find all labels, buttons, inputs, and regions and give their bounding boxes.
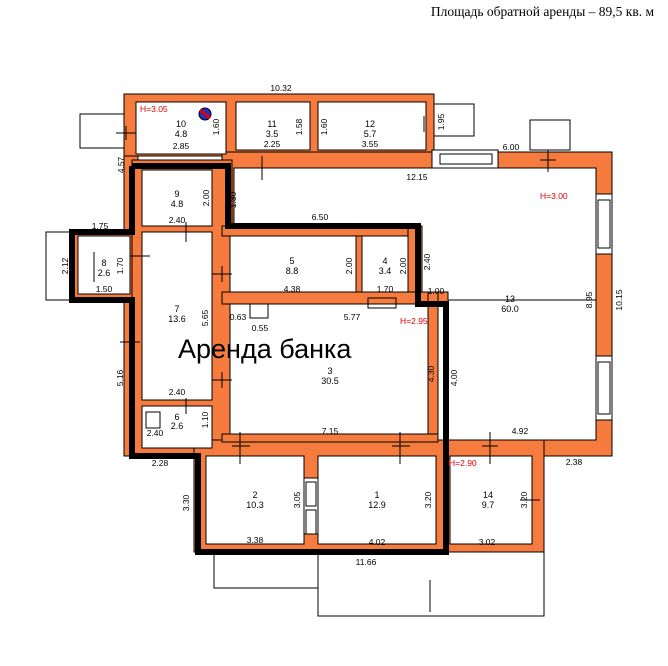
room-area: 8.8 xyxy=(286,266,299,276)
dimension: 2.40 xyxy=(422,253,432,270)
ceiling-height: H=3.00 xyxy=(540,191,568,201)
room-number: 10 xyxy=(176,119,186,129)
dimension: 2.00 xyxy=(398,257,408,274)
dimension: 4.38 xyxy=(284,284,301,294)
dimension: 3.55 xyxy=(362,139,379,149)
dimension: 2.28 xyxy=(152,458,169,468)
dimension: 7.15 xyxy=(322,426,339,436)
room-area: 10.3 xyxy=(246,500,264,510)
dimension: 10.15 xyxy=(614,289,624,311)
dimension: 2.12 xyxy=(60,257,70,274)
boiler-icon xyxy=(198,107,212,121)
dimension: 1.30 xyxy=(228,191,238,208)
room-number: 13 xyxy=(505,294,515,304)
room-area: 12.9 xyxy=(368,500,386,510)
dimension: 2.85 xyxy=(173,141,190,151)
dimension: 3.02 xyxy=(479,537,496,547)
room-8 xyxy=(77,235,131,295)
dimension: 5.77 xyxy=(344,312,361,322)
room-number: 4 xyxy=(382,256,387,266)
room-area: 60.0 xyxy=(501,304,519,314)
dimension: 0.63 xyxy=(230,312,247,322)
dimension: 1.60 xyxy=(319,118,329,135)
ceiling-height: H=3.05 xyxy=(140,104,168,114)
dimension: 1.95 xyxy=(436,113,446,130)
dimension: 4.92 xyxy=(512,426,529,436)
dimension: 3.38 xyxy=(247,535,264,545)
dimension: 11.66 xyxy=(356,557,377,567)
dimension: 2.40 xyxy=(169,387,186,397)
dimension: 2.38 xyxy=(566,457,583,467)
dimension: 10.32 xyxy=(270,83,292,93)
dimension: 1.50 xyxy=(96,284,113,294)
room-number: 3 xyxy=(327,366,332,376)
room-10 xyxy=(135,101,227,155)
room-area: 5.7 xyxy=(364,129,377,139)
room-number: 6 xyxy=(174,412,179,422)
room-area: 13.6 xyxy=(168,314,186,324)
room-number: 8 xyxy=(101,258,106,268)
room-area: 3.4 xyxy=(379,266,392,276)
dimension: 2.40 xyxy=(147,428,164,438)
room-11 xyxy=(235,101,311,151)
dimension: 4.00 xyxy=(449,369,459,386)
dimension: 8.95 xyxy=(584,291,594,308)
room-9 xyxy=(141,169,213,227)
dimension: 6.00 xyxy=(503,142,520,152)
room-2 xyxy=(205,455,305,545)
dimension: 2.00 xyxy=(201,189,211,206)
dimension: 3.05 xyxy=(292,491,302,508)
dimension: 1.75 xyxy=(92,221,109,231)
room-area: 2.6 xyxy=(98,268,111,278)
dimension: 1.10 xyxy=(200,411,210,428)
room-13-b xyxy=(435,299,597,441)
dimension: 1.58 xyxy=(294,118,304,135)
dimension: 4.57 xyxy=(116,156,126,173)
dimension: 3.20 xyxy=(423,491,433,508)
dimension: 4.02 xyxy=(369,537,386,547)
room-area: 4.8 xyxy=(171,199,184,209)
dimension: 0.55 xyxy=(252,323,269,333)
area-caption: Площадь обратной аренды – 89,5 кв. м xyxy=(431,4,655,19)
room-number: 7 xyxy=(174,304,179,314)
dimension: 6.50 xyxy=(312,212,329,222)
dimension: 2.00 xyxy=(344,257,354,274)
ceiling-height: H=2.90 xyxy=(449,458,477,468)
leased-area-label: Аренда банка xyxy=(178,334,352,364)
room-7 xyxy=(141,231,213,401)
dimension: 1.60 xyxy=(211,118,221,135)
room-area: 3.5 xyxy=(266,129,279,139)
room-number: 11 xyxy=(267,119,276,129)
dimension: 2.40 xyxy=(169,215,186,225)
dimension: 2.25 xyxy=(264,139,281,149)
dimension: 3.30 xyxy=(181,494,191,511)
dimension: 1.70 xyxy=(115,257,125,274)
room-number: 2 xyxy=(252,490,257,500)
room-number: 1 xyxy=(374,490,379,500)
ceiling-height: H=2.95 xyxy=(400,316,428,326)
room-14 xyxy=(449,455,533,545)
room-number: 5 xyxy=(289,256,294,266)
room-number: 14 xyxy=(483,490,493,500)
dimension: 12.15 xyxy=(406,172,428,182)
room-area: 4.8 xyxy=(175,129,188,139)
room-number: 12 xyxy=(365,119,375,129)
room-6 xyxy=(141,405,213,449)
room-area: 2.6 xyxy=(171,421,184,431)
room-1 xyxy=(317,455,437,545)
room-12 xyxy=(317,101,427,151)
room-area: 30.5 xyxy=(321,376,339,386)
dimension: 3.20 xyxy=(519,491,529,508)
dimension: 1.70 xyxy=(377,284,394,294)
dimension: 1.00 xyxy=(428,286,445,296)
room-number: 9 xyxy=(174,189,179,199)
leased-area-outline xyxy=(69,163,449,555)
dimension: 5.16 xyxy=(115,369,125,386)
room-area: 9.7 xyxy=(482,500,495,510)
dimension: 5.65 xyxy=(200,309,210,326)
dimension: 4.30 xyxy=(426,365,436,382)
